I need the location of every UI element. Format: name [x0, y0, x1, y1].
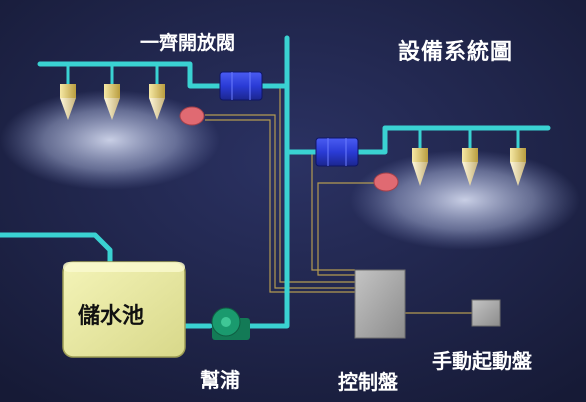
spray-cloud-left [0, 90, 220, 190]
pump-label: 幫浦 [200, 368, 240, 392]
pipes [0, 35, 551, 329]
deluge-valve-label: 一齊開放閥 [140, 32, 236, 54]
water-tank [62, 261, 186, 358]
diagram-title: 設備系統圖 [398, 40, 514, 65]
manual-start-panel [471, 299, 501, 327]
manual-start-panel-label: 手動起動盤 [432, 349, 532, 373]
sprinkler-nozzle-icon [462, 148, 478, 186]
deluge-valve-upper-icon [219, 71, 263, 101]
deluge-valve-lower-icon [315, 137, 359, 167]
sprinkler-nozzle-icon [149, 84, 165, 120]
sprinkler-nozzle-icon [60, 84, 76, 120]
nozzle-drops-right [418, 128, 520, 148]
water-tank-label: 儲水池 [78, 304, 145, 329]
detector-icon [179, 106, 205, 126]
sprinkler-nozzle-icon [412, 148, 428, 186]
spray-cloud-right [350, 150, 580, 250]
sprinkler-nozzle-icon [104, 84, 120, 120]
nozzle-drops-left [66, 64, 159, 84]
detector-icon [373, 172, 399, 192]
pump-icon [211, 307, 250, 340]
sprinkler-nozzle-icon [510, 148, 526, 186]
control-panel [354, 269, 406, 339]
control-panel-label: 控制盤 [338, 370, 398, 394]
